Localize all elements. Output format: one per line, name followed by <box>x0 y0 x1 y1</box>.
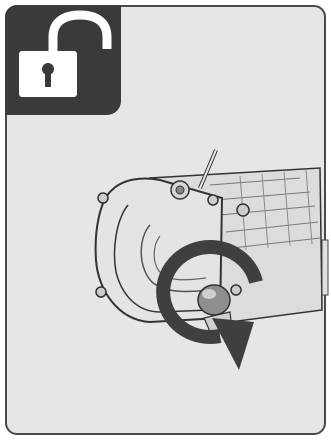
unlock-badge <box>5 5 121 115</box>
unlock-padlock-icon <box>5 5 121 115</box>
